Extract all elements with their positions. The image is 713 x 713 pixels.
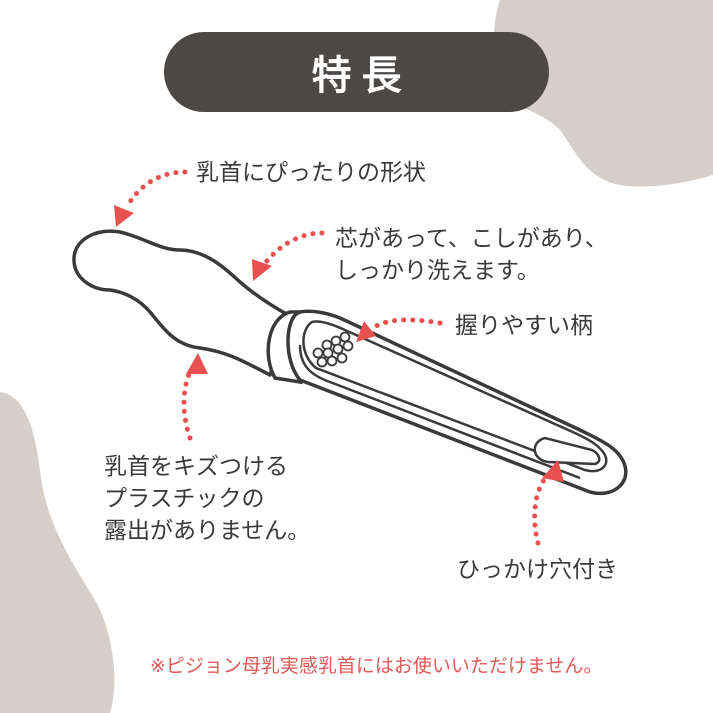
feature-nipple-shape: 乳首にぴったりの形状 (196, 157, 426, 189)
feature-line: プラスチックの (104, 486, 265, 512)
top-right-blob (493, 0, 713, 187)
feature-line: 乳首にぴったりの形状 (196, 160, 426, 186)
feature-line: 握りやすい柄 (455, 313, 593, 339)
page-title: 特長 (311, 53, 412, 99)
feature-line: 露出がありません。 (104, 518, 311, 544)
bottom-left-blob (0, 392, 115, 713)
feature-line: ひっかけ穴付き (457, 557, 618, 583)
feature-no-plastic-exposure: 乳首をキズつける プラスチックの 露出がありません。 (104, 451, 310, 547)
compatibility-note: ※ピジョン母乳実感乳首にはお使いいただけません。 (150, 655, 603, 677)
feature-line: しっかり洗えます。 (335, 258, 540, 284)
feature-hanging-hole: ひっかけ穴付き (457, 554, 618, 586)
title-banner: 特長 (164, 32, 549, 112)
feature-line: 乳首をキズつける (104, 454, 288, 480)
feature-line: 芯があって、こしがあり、 (335, 226, 608, 252)
feature-easy-grip: 握りやすい柄 (455, 310, 593, 342)
feature-core-firmness: 芯があって、こしがあり、 しっかり洗えます。 (335, 223, 608, 287)
